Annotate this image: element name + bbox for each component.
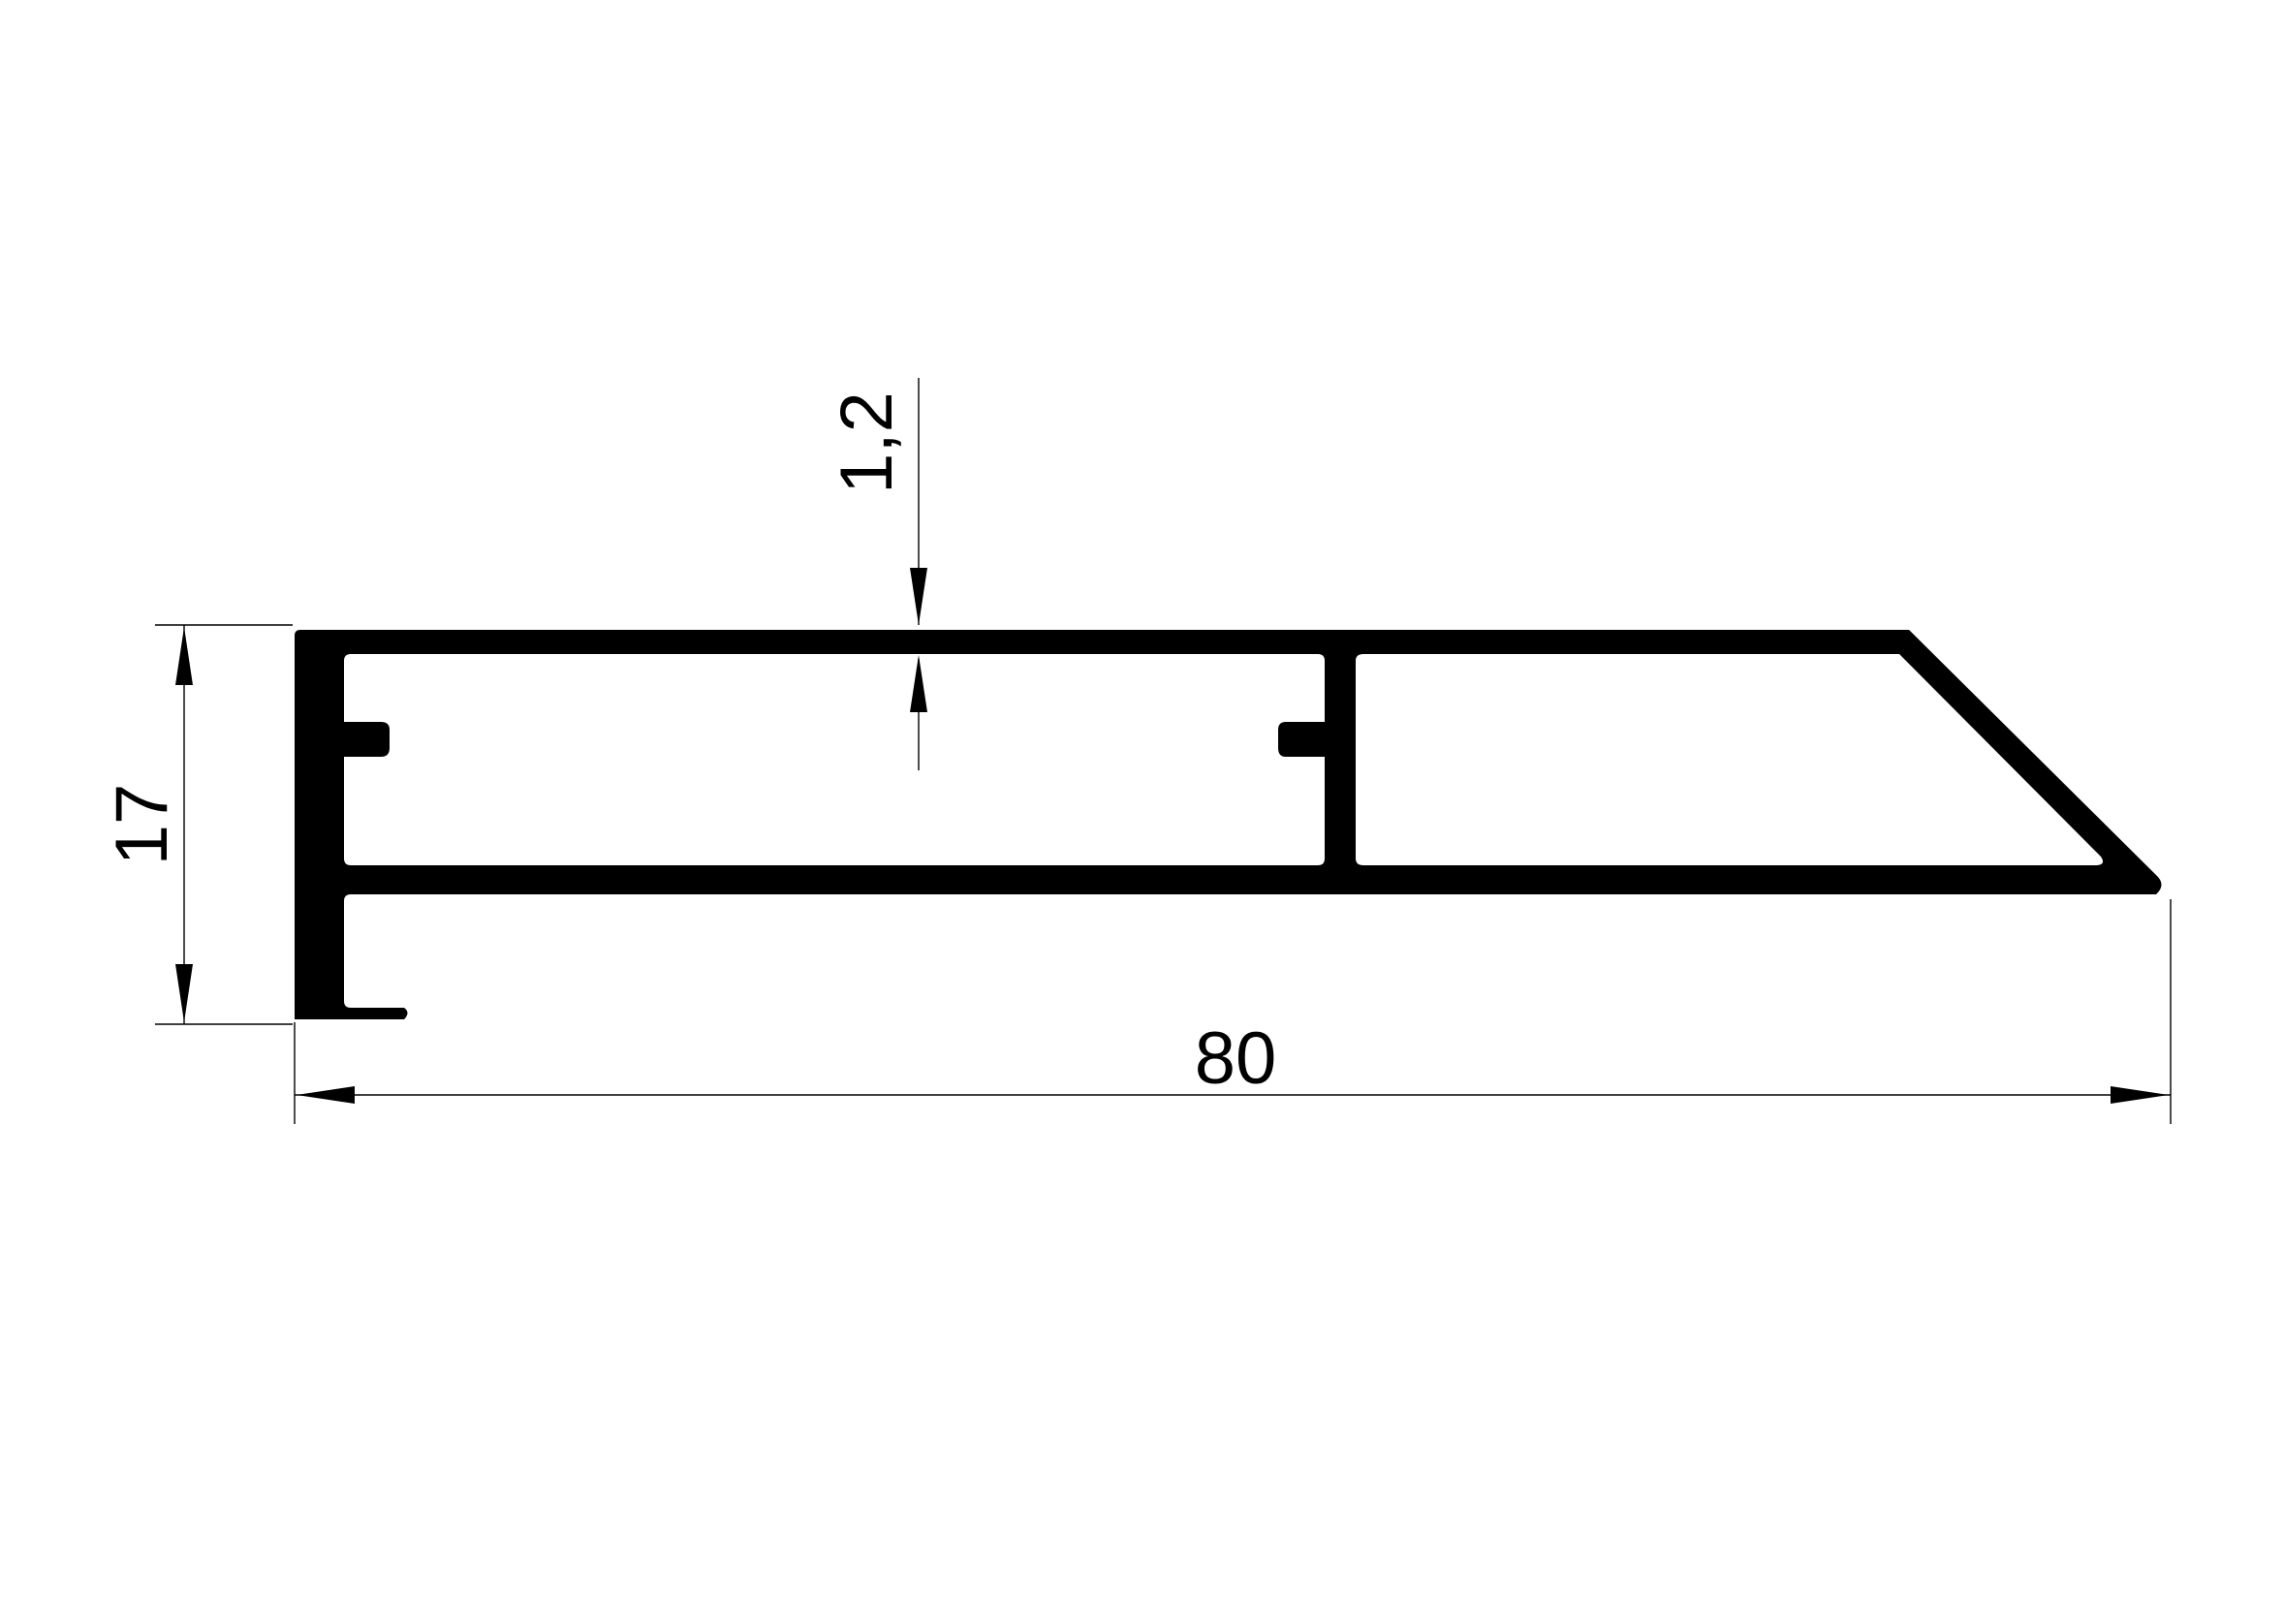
width-arrow-left <box>297 1086 355 1104</box>
height-dimension: 17 <box>101 624 293 1025</box>
height-label: 17 <box>101 784 183 866</box>
right-chamber <box>1356 654 2103 865</box>
width-dimension: 80 <box>294 899 2172 1124</box>
wall-thickness-label: 1,2 <box>826 391 908 494</box>
width-arrow-right <box>2111 1086 2169 1104</box>
height-arrow-top <box>175 627 193 685</box>
height-arrow-bottom <box>175 964 193 1022</box>
width-label: 80 <box>1195 1017 1277 1100</box>
wall-thickness-arrow-top <box>910 568 927 625</box>
left-chamber <box>344 654 1325 865</box>
wall-thickness-arrow-bottom <box>910 655 927 712</box>
profile-section <box>295 630 2162 1019</box>
wall-thickness-dimension: 1,2 <box>826 378 927 770</box>
